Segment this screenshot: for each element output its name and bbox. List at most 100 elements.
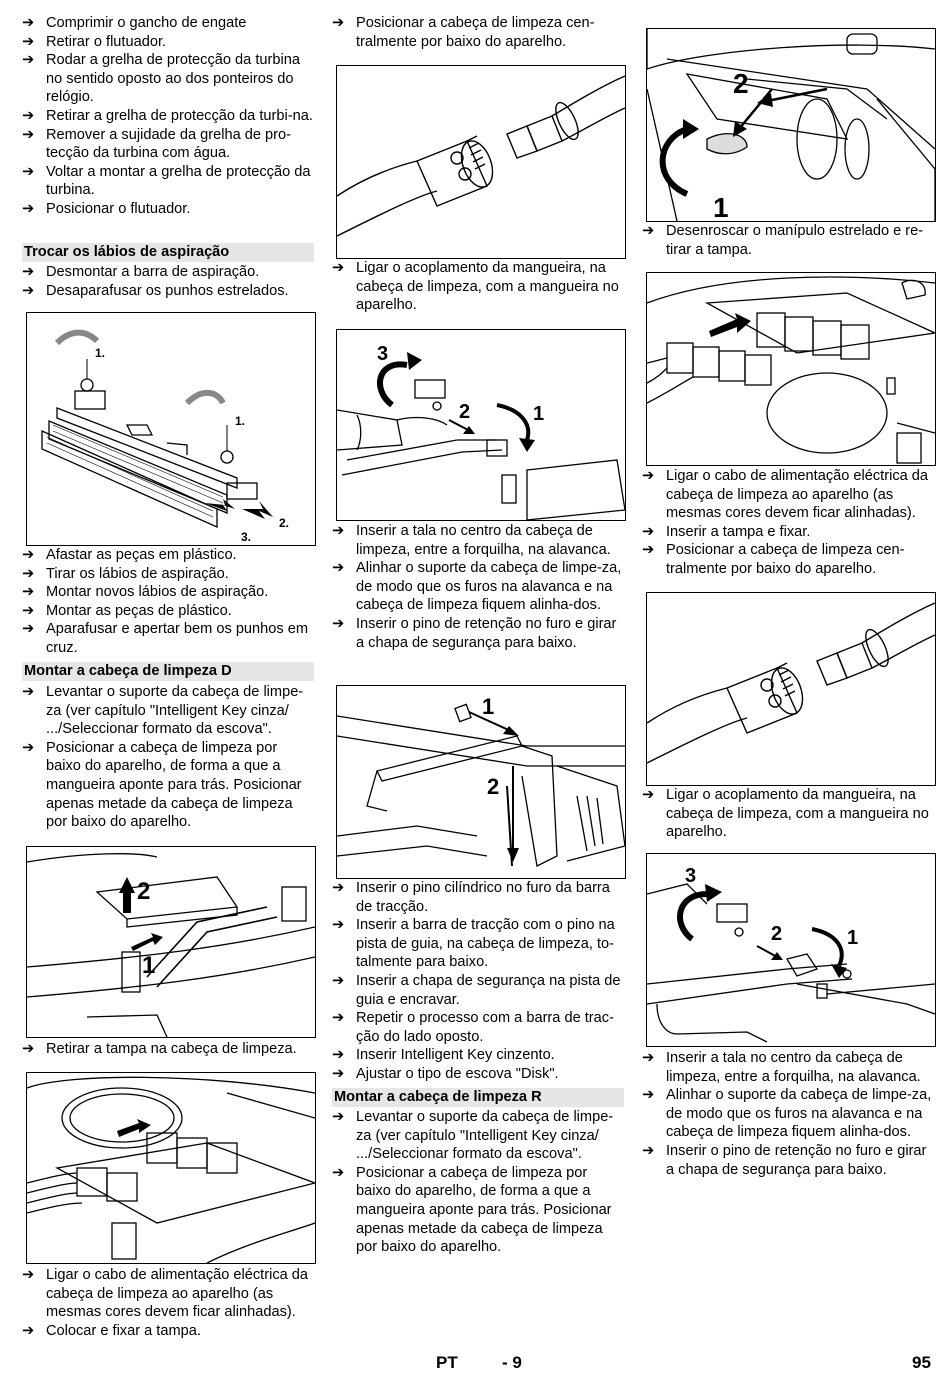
section-heading: Montar a cabeça de limpeza D <box>22 662 314 681</box>
list-item: ➔Alinhar o suporte da cabeça de limpe-za… <box>332 559 624 615</box>
right-arrow-icon: ➔ <box>332 917 345 934</box>
step-text: Posicionar a cabeça de limpeza cen-tralm… <box>356 15 595 50</box>
label-1: 1 <box>847 927 858 949</box>
step-text: Rodar a grelha de protecção da turbina n… <box>46 52 300 106</box>
right-arrow-icon: ➔ <box>642 542 655 559</box>
list-item: ➔Inserir o pino cilíndrico no furo da ba… <box>332 879 624 916</box>
right-arrow-icon: ➔ <box>332 1047 345 1064</box>
right-arrow-icon: ➔ <box>642 468 655 484</box>
label-2: 2 <box>459 401 470 423</box>
right-arrow-icon: ➔ <box>22 602 35 619</box>
list-item: ➔Posicionar a cabeça de limpeza por baix… <box>332 1164 624 1257</box>
list-item: ➔ Aparafusar e apertar bem os punhos em c… <box>22 620 314 657</box>
right-arrow-icon: ➔ <box>332 972 345 989</box>
label-2: 2 <box>487 774 499 799</box>
label-2: 2 <box>137 878 150 905</box>
label-1: 1 <box>142 952 155 979</box>
step-text: Retirar a grelha de protecção da turbi-n… <box>46 107 313 124</box>
label-2: 2 <box>733 68 749 99</box>
step-text: Desaparafusar os punhos estrelados. <box>46 282 289 299</box>
right-arrow-icon: ➔ <box>22 621 35 638</box>
section-heading: Trocar os lábios de aspiração <box>22 243 314 262</box>
list-item: ➔Retirar a tampa na cabeça de limpeza. <box>22 1040 314 1059</box>
label-2: 2 <box>771 923 782 945</box>
right-arrow-icon: ➔ <box>642 787 655 803</box>
list-item: ➔Inserir o pino de retenção no furo e gi… <box>332 615 624 652</box>
draw-bar-illustration: 1 2 <box>337 694 625 867</box>
list-item: ➔Inserir a tampa e fixar. <box>642 523 934 542</box>
list-item: ➔Rodar a grelha de protecção da turbina … <box>22 51 314 107</box>
section-heading: Montar a cabeça de limpeza R <box>332 1088 624 1107</box>
figure-head-cover: 2 1 <box>26 846 316 1038</box>
right-arrow-icon: ➔ <box>332 1109 345 1125</box>
step-list: ➔Inserir a tala no centro da cabeça de l… <box>642 1049 934 1179</box>
step-list: ➔Retirar a tampa na cabeça de limpeza. <box>22 1040 314 1059</box>
right-arrow-icon: ➔ <box>332 523 345 539</box>
list-item: ➔Ligar o cabo de alimentação eléctrica d… <box>22 1266 314 1322</box>
right-arrow-icon: ➔ <box>332 1010 345 1027</box>
right-arrow-icon: ➔ <box>22 15 35 31</box>
right-arrow-icon: ➔ <box>642 523 655 540</box>
list-item: ➔Desmontar a barra de aspiração. <box>22 263 314 282</box>
step-list: ➔Levantar o suporte da cabeça de limpe-z… <box>332 1108 624 1257</box>
head-cover-illustration: 2 1 <box>27 853 315 1037</box>
right-arrow-icon: ➔ <box>22 584 35 601</box>
list-item: ➔ Inserir a tala no centro da cabeça de l… <box>332 522 624 559</box>
list-item: ➔Inserir a chapa de segurança na pista d… <box>332 972 624 1009</box>
right-arrow-icon: ➔ <box>22 565 35 582</box>
list-item: ➔ Ajustar o tipo de escova "Disk". <box>332 1065 624 1084</box>
list-item: ➔Posicionar o flutuador. <box>22 200 314 219</box>
list-item: ➔Inserir o pino de retenção no furo e gi… <box>642 1142 934 1179</box>
step-list: ➔Posicionar a cabeça de limpeza cen-tral… <box>332 14 624 51</box>
step-text: Levantar o suporte da cabeça de limpe-za… <box>46 684 304 738</box>
right-arrow-icon: ➔ <box>22 739 35 756</box>
step-text: Ajustar o tipo de escova "Disk". <box>356 1065 559 1082</box>
step-text: Ligar o cabo de alimentação eléctrica da… <box>46 1267 309 1321</box>
list-item: ➔ Desenroscar o manípulo estrelado e re-t… <box>642 222 934 259</box>
step-list: ➔ Levantar o suporte da cabeça de limpe-z… <box>22 683 314 832</box>
step-list: ➔ Inserir o pino cilíndrico no furo da ba… <box>332 879 624 1084</box>
list-item: ➔ Retirar a grelha de protecção da turbi-… <box>22 107 314 126</box>
step-text: Ligar o cabo de alimentação eléctrica da… <box>666 468 929 522</box>
step-text: Posicionar o flutuador. <box>46 200 191 217</box>
step-text: Retirar o flutuador. <box>46 33 167 50</box>
connectors-right-illustration <box>647 276 935 464</box>
right-arrow-icon: ➔ <box>642 1050 655 1066</box>
step-list: ➔Desmontar a barra de aspiração. ➔Desapa… <box>22 263 314 300</box>
right-arrow-icon: ➔ <box>22 264 35 280</box>
figure-draw-bar: 1 2 <box>336 685 626 879</box>
step-text: Repetir o processo com a barra de trac-ç… <box>356 1010 614 1045</box>
step-list: ➔ Ligar o cabo de alimentação eléctrica d… <box>642 467 934 579</box>
hose-coupling-illustration <box>337 75 625 237</box>
step-text: Aparafusar e apertar bem os punhos em cr… <box>46 621 309 656</box>
footer-local-page: - 9 <box>502 1353 522 1372</box>
list-item: ➔Afastar as peças em plástico. <box>22 546 314 565</box>
list-item: ➔Desaparafusar os punhos estrelados. <box>22 282 314 301</box>
list-item: ➔Comprimir o gancho de engate <box>22 14 314 33</box>
squeegee-illustration: 1. 1. 2. 3. <box>41 329 289 544</box>
step-list: ➔ Inserir a tala no centro da cabeça de l… <box>332 522 624 652</box>
figure-power-connectors <box>26 1072 316 1264</box>
right-arrow-icon: ➔ <box>22 1322 35 1339</box>
step-text: Montar as peças de plástico. <box>46 602 232 619</box>
step-text: Alinhar o suporte da cabeça de limpe-za,… <box>666 1087 932 1141</box>
list-item: ➔Ligar o acoplamento da mangueira, na ca… <box>332 259 624 315</box>
right-arrow-icon: ➔ <box>642 223 655 239</box>
figure-hose-coupling <box>336 65 626 259</box>
right-arrow-icon: ➔ <box>332 560 345 577</box>
right-arrow-icon: ➔ <box>22 684 35 700</box>
label-1: 1 <box>533 403 544 425</box>
step-text: Ligar o acoplamento da mangueira, na cab… <box>356 260 619 314</box>
label-3: 3 <box>377 343 388 365</box>
step-text: Montar novos lábios de aspiração. <box>46 584 269 601</box>
step-list: ➔ Desenroscar o manípulo estrelado e re-t… <box>642 222 934 259</box>
step-text: Inserir a tala no centro da cabeça de li… <box>356 523 611 558</box>
list-item: ➔Inserir a barra de tracção com o pino n… <box>332 916 624 972</box>
right-arrow-icon: ➔ <box>22 1041 35 1057</box>
star-knob-illustration: 2 1 <box>647 29 935 221</box>
right-arrow-icon: ➔ <box>332 1065 345 1082</box>
step-text: Desenroscar o manípulo estrelado e re-ti… <box>666 223 924 258</box>
footer-page-number: 95 <box>912 1353 931 1372</box>
right-arrow-icon: ➔ <box>22 107 35 124</box>
step-text: Inserir o pino cilíndrico no furo da bar… <box>356 880 610 915</box>
